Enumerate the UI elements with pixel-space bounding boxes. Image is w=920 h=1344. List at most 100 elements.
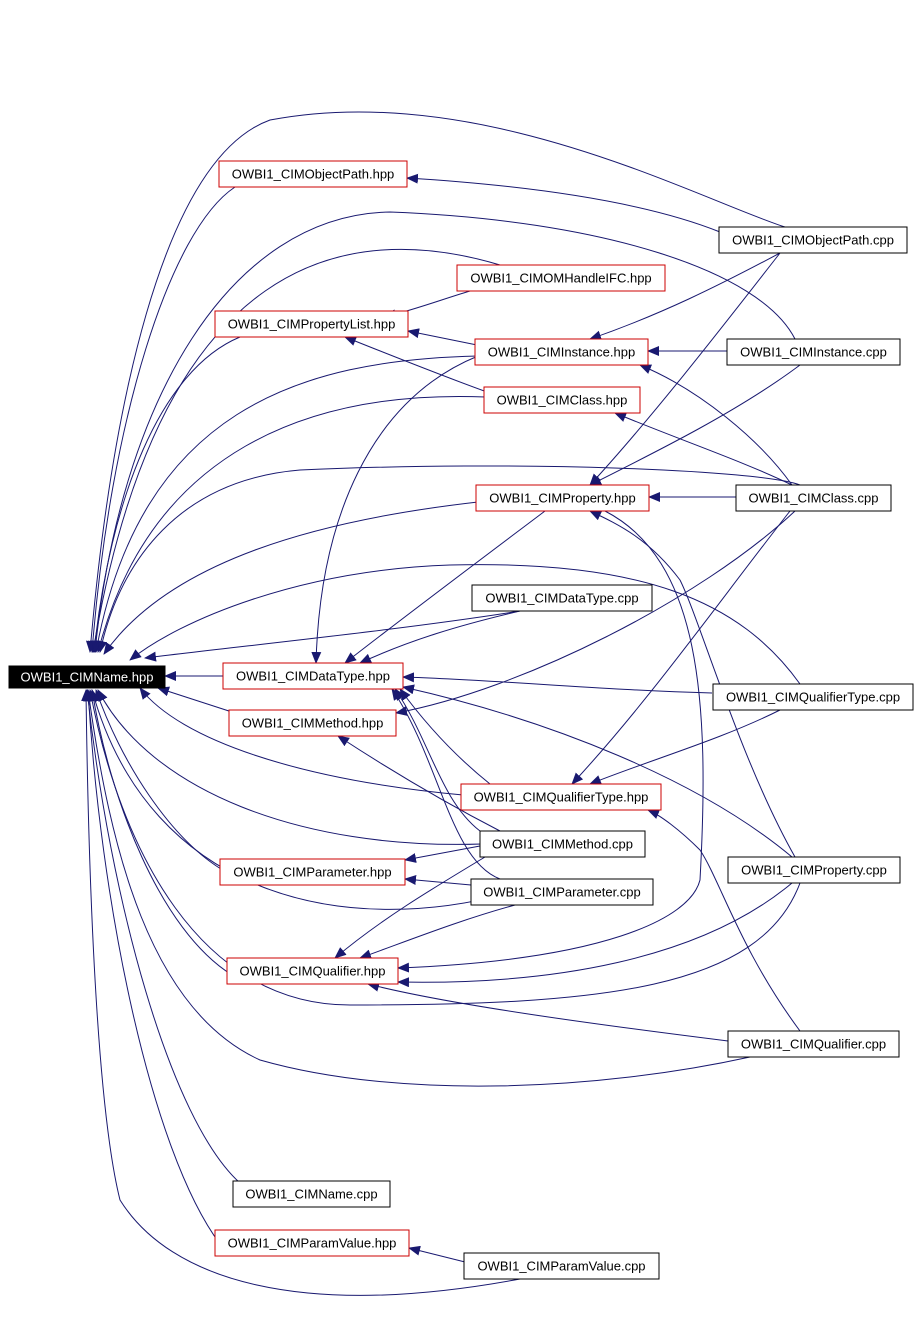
edge-class_cpp-to-qualtype_hpp [571,510,791,785]
edge-instance_cpp-to-root [91,211,796,653]
edge-parameter_cpp-to-datatype_hpp [391,688,501,880]
edge-qualifier_hpp-to-root [88,689,233,976]
node-parameter-cpp[interactable]: OWBI1_CIMParameter.cpp [470,878,654,906]
node-property-hpp[interactable]: OWBI1_CIMProperty.hpp [475,484,650,512]
node-box [460,783,662,811]
node-label: OWBI1_CIMInstance.hpp [488,345,635,360]
node-instance-hpp[interactable]: OWBI1_CIMInstance.hpp [474,338,649,366]
node-qualtype-cpp[interactable]: OWBI1_CIMQualifierType.cpp [712,683,914,711]
node-label: OWBI1_CIMProperty.hpp [489,491,635,506]
edge-omhandle_hpp-to-root [89,248,501,653]
edge-instance_cpp-to-property_hpp [589,364,801,486]
edge-property_cpp-to-datatype_hpp [402,684,793,858]
edge-parameter_cpp-to-parameter_hpp [404,875,472,886]
edge-parameter_hpp-to-root [94,689,227,873]
node-property-cpp[interactable]: OWBI1_CIMProperty.cpp [727,856,901,884]
node-qualifier-hpp[interactable]: OWBI1_CIMQualifier.hpp [226,957,399,985]
edge-property_cpp-to-root [87,689,801,1006]
edge-qualtype_hpp-to-datatype_hpp [399,688,491,785]
node-label: OWBI1_CIMQualifier.hpp [240,964,386,979]
node-label: OWBI1_CIMParamValue.cpp [477,1259,645,1274]
node-label: OWBI1_CIMDataType.cpp [485,591,638,606]
node-box [214,310,409,338]
node-datatype-hpp[interactable]: OWBI1_CIMDataType.hpp [222,662,404,690]
node-box [712,683,914,711]
node-omhandle-hpp[interactable]: OWBI1_CIMOMHandleIFC.hpp [456,264,666,292]
node-box [726,338,901,366]
node-box [483,386,641,414]
node-label: OWBI1_CIMParameter.hpp [233,865,391,880]
node-label: OWBI1_CIMOMHandleIFC.hpp [470,271,651,286]
edge-instance_hpp-to-datatype_hpp [311,355,479,664]
edge-objpath_cpp-to-instance_hpp [589,252,781,341]
node-box [479,830,646,858]
node-label: OWBI1_CIMProperty.cpp [741,863,887,878]
node-label: OWBI1_CIMName.hpp [21,670,154,685]
node-parameter-hpp[interactable]: OWBI1_CIMParameter.hpp [219,858,406,886]
node-method-hpp[interactable]: OWBI1_CIMMethod.hpp [228,709,397,737]
node-proplist-hpp[interactable]: OWBI1_CIMPropertyList.hpp [214,310,409,338]
node-label: OWBI1_CIMMethod.hpp [242,716,384,731]
node-label: OWBI1_CIMMethod.cpp [492,837,633,852]
edge-paramvalue_cpp-to-root [81,689,521,1296]
node-box [471,584,653,612]
node-label: OWBI1_CIMClass.hpp [497,393,628,408]
node-root[interactable]: OWBI1_CIMName.hpp [8,665,166,689]
edge-parameter_cpp-to-root [90,689,521,910]
node-datatype-cpp[interactable]: OWBI1_CIMDataType.cpp [471,584,653,612]
node-objpath-hpp[interactable]: OWBI1_CIMObjectPath.hpp [218,160,408,188]
edge-qualifier_cpp-to-qualtype_hpp [647,809,801,1032]
edge-layer [81,111,801,1296]
node-instance-cpp[interactable]: OWBI1_CIMInstance.cpp [726,338,901,366]
edge-method_cpp-to-qualifier_hpp [334,856,486,959]
node-label: OWBI1_CIMObjectPath.hpp [232,167,395,182]
node-label: OWBI1_CIMParamValue.hpp [228,1236,397,1251]
edge-property_hpp-to-root [103,501,479,655]
node-box [470,878,654,906]
edge-property_cpp-to-qualifier_hpp [397,882,793,988]
node-paramvalue-hpp[interactable]: OWBI1_CIMParamValue.hpp [214,1229,410,1257]
edge-paramvalue_cpp-to-paramvalue_hpp [408,1245,466,1263]
edge-datatype_cpp-to-root [144,610,521,662]
node-box [474,338,649,366]
node-qualifier-cpp[interactable]: OWBI1_CIMQualifier.cpp [727,1030,900,1058]
node-box [214,1229,410,1257]
node-paramvalue-cpp[interactable]: OWBI1_CIMParamValue.cpp [463,1252,660,1280]
node-method-cpp[interactable]: OWBI1_CIMMethod.cpp [479,830,646,858]
edge-class_hpp-to-proplist_hpp [344,336,488,393]
node-box [218,160,408,188]
node-label: OWBI1_CIMQualifierType.cpp [726,690,900,705]
edge-qualtype_cpp-to-datatype_hpp [402,672,713,694]
edge-qualtype_cpp-to-root [129,564,801,685]
edge-class_cpp-to-root [97,465,801,653]
edge-objpath_cpp-to-property_hpp [589,252,781,486]
node-box [228,709,397,737]
edge-qualtype_hpp-to-root [139,687,464,796]
node-qualtype-hpp[interactable]: OWBI1_CIMQualifierType.hpp [460,783,662,811]
node-label: OWBI1_CIMName.cpp [245,1187,377,1202]
node-class-hpp[interactable]: OWBI1_CIMClass.hpp [483,386,641,414]
edge-qualifier_cpp-to-root [84,689,751,1087]
edge-method_cpp-to-parameter_hpp [404,845,481,863]
node-objpath-cpp[interactable]: OWBI1_CIMObjectPath.cpp [718,226,908,254]
edge-class_cpp-to-class_hpp [614,412,793,486]
edge-method_cpp-to-root [97,689,483,845]
edge-class_cpp-to-method_hpp [395,510,796,716]
node-name-cpp[interactable]: OWBI1_CIMName.cpp [232,1180,391,1208]
node-box [727,856,901,884]
edge-instance_hpp-to-proplist_hpp [407,328,478,346]
edge-datatype_cpp-to-datatype_hpp [359,610,521,664]
node-box [718,226,908,254]
node-label: OWBI1_CIMDataType.hpp [236,669,390,684]
node-class-cpp[interactable]: OWBI1_CIMClass.cpp [735,484,892,512]
edge-instance_hpp-to-root [93,355,479,653]
node-label: OWBI1_CIMPropertyList.hpp [228,317,396,332]
edge-method_cpp-to-method_hpp [337,735,501,832]
edge-proplist_hpp-to-root [90,336,241,653]
node-label: OWBI1_CIMInstance.cpp [740,345,887,360]
edge-property_cpp-to-property_hpp [589,510,796,858]
node-label: OWBI1_CIMParameter.cpp [483,885,641,900]
edge-name_cpp-to-root [83,689,241,1184]
edge-qualifier_cpp-to-qualifier_hpp [367,981,729,1042]
